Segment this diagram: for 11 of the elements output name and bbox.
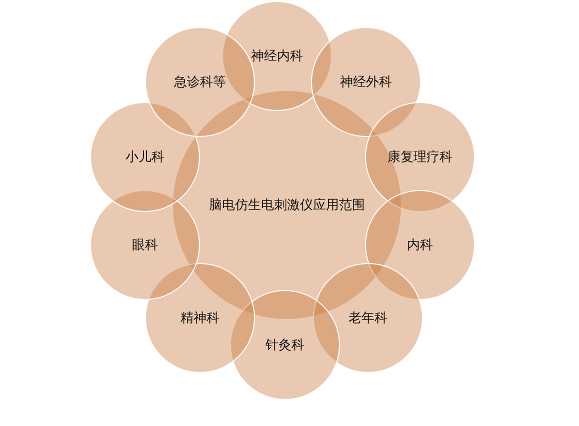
category-label: 老年科 — [348, 310, 388, 327]
category-label: 针灸科 — [266, 337, 304, 354]
category-label: 内科 — [407, 237, 433, 254]
category-label: 急诊科等 — [174, 74, 226, 91]
category-label: 精神科 — [180, 310, 220, 327]
category-label: 神经外科 — [340, 74, 392, 91]
category-label: 小儿科 — [126, 149, 164, 166]
category-label: 康复理疗科 — [388, 149, 452, 166]
category-label: 眼科 — [132, 237, 158, 254]
topic-label: 脑电仿生电刺激仪应用范围 — [209, 197, 365, 214]
category-label: 神经内科 — [251, 48, 303, 65]
